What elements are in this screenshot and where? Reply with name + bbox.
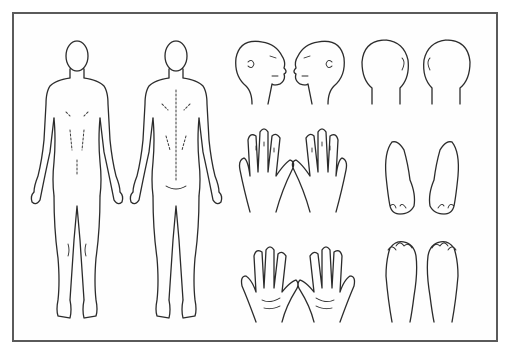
foot-sole-left-figure — [386, 142, 415, 214]
hand-palm-left-figure — [242, 247, 299, 322]
body-back-figure — [130, 41, 221, 318]
head-back-left-figure — [424, 40, 470, 104]
hand-back-left-figure — [240, 129, 294, 212]
foot-sole-right-figure — [430, 142, 459, 214]
body-front-figure — [31, 41, 122, 318]
head-right-profile-figure — [236, 41, 286, 104]
head-back-right-figure — [362, 40, 408, 104]
hand-back-right-figure — [292, 129, 346, 212]
foot-top-left-figure — [386, 242, 417, 322]
foot-top-right-figure — [427, 242, 458, 322]
head-left-profile-figure — [294, 41, 344, 104]
hand-palm-right-figure — [298, 247, 355, 322]
